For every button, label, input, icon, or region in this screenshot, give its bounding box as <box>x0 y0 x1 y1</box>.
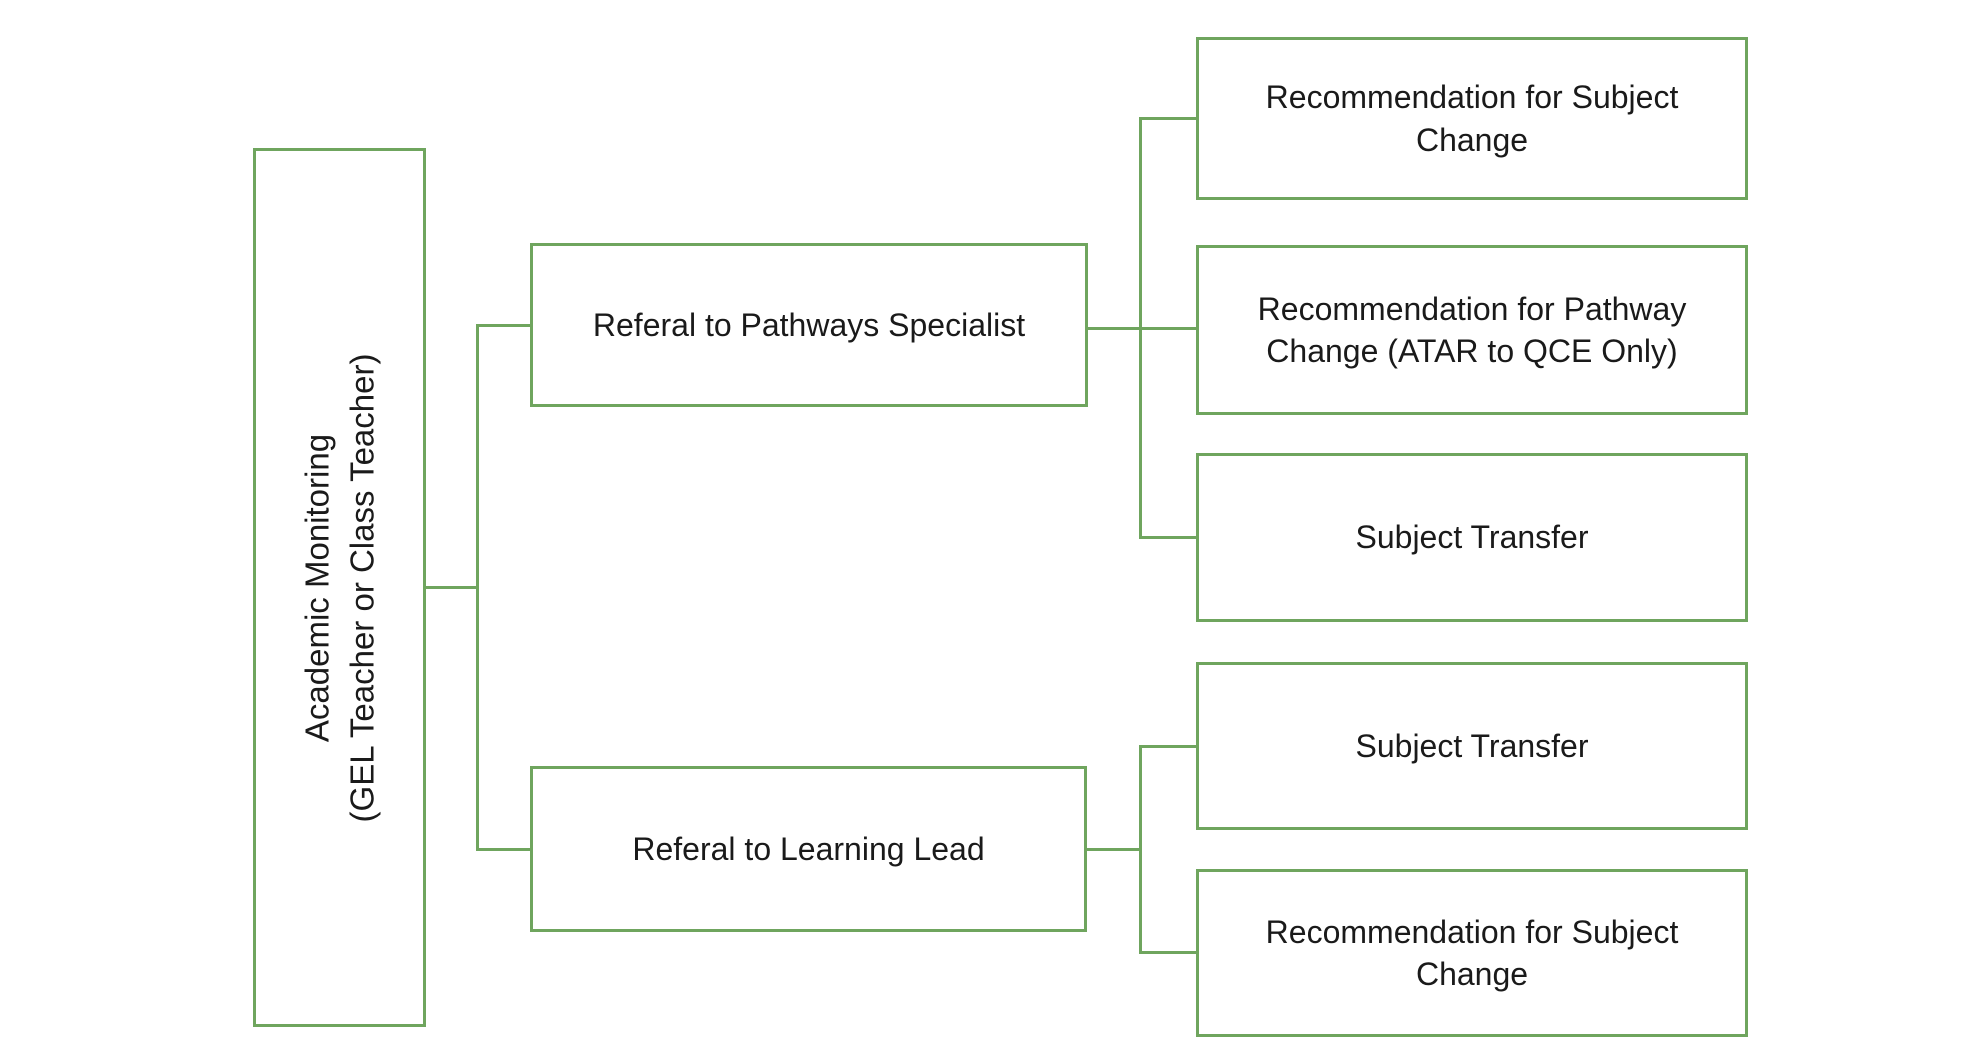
outcome-pathway-change-box: Recommendation for Pathway Change (ATAR … <box>1196 245 1748 415</box>
outcome-subject-transfer-2-box: Subject Transfer <box>1196 662 1748 830</box>
academic-monitoring-box: Academic Monitoring (GEL Teacher or Clas… <box>253 148 426 1027</box>
outcome-subject-change-1-box: Recommendation for Subject Change <box>1196 37 1748 200</box>
referral-pathways-specialist-label: Referal to Pathways Specialist <box>592 306 1026 343</box>
referral-learning-lead-box: Referal to Learning Lead <box>530 766 1087 932</box>
academic-monitoring-line2: (GEL Teacher or Class Teacher) <box>342 353 380 822</box>
outcome-subject-transfer-1-box: Subject Transfer <box>1196 453 1748 622</box>
connector-branch-subject-change-2 <box>1139 951 1198 954</box>
academic-monitoring-line1: Academic Monitoring <box>297 433 335 742</box>
connector-branch-to-learning <box>476 848 533 851</box>
outcome-subject-change-2-box: Recommendation for Subject Change <box>1196 869 1748 1037</box>
connector-learning-stub <box>1084 848 1142 851</box>
connector-learning-trunk <box>1139 745 1142 954</box>
outcome-subject-change-1-label: Recommendation for Subject Change <box>1265 79 1679 158</box>
academic-monitoring-label: Academic Monitoring (GEL Teacher or Clas… <box>295 158 384 1018</box>
outcome-subject-transfer-1-label: Subject Transfer <box>1355 519 1589 556</box>
connector-pathways-trunk <box>1139 117 1142 539</box>
outcome-subject-change-2-label: Recommendation for Subject Change <box>1265 913 1679 992</box>
referral-pathways-specialist-box: Referal to Pathways Specialist <box>530 243 1088 407</box>
connector-branch-subject-change-1 <box>1139 117 1198 120</box>
outcome-subject-transfer-2-label: Subject Transfer <box>1355 727 1589 764</box>
outcome-pathway-change-label: Recommendation for Pathway Change (ATAR … <box>1257 290 1687 369</box>
connector-root-stub <box>424 586 479 589</box>
connector-branch-subject-transfer-1 <box>1139 536 1198 539</box>
connector-branch-to-pathways <box>476 324 533 327</box>
referral-learning-lead-label: Referal to Learning Lead <box>632 830 985 867</box>
connector-branch-subject-transfer-2 <box>1139 745 1198 748</box>
connector-left-trunk <box>476 324 479 851</box>
